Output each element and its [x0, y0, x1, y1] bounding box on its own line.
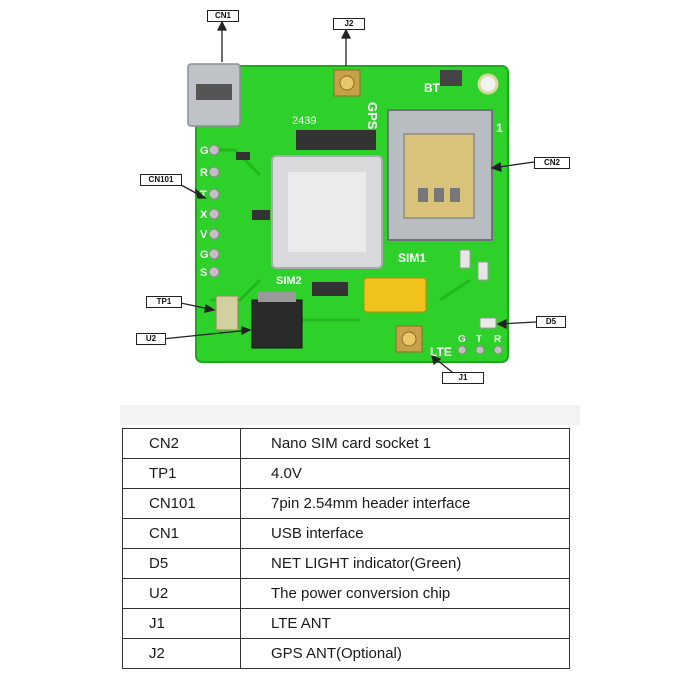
leader-lines: [161, 20, 537, 377]
component-code-cell: CN2: [122, 428, 241, 459]
component-description-cell: 4.0V: [240, 458, 570, 489]
header-pin-label: G: [200, 249, 209, 261]
component-description-cell: 7pin 2.54mm header interface: [240, 488, 570, 519]
silk-bt: BT: [424, 81, 441, 95]
header-pin-label: X: [200, 209, 208, 221]
silk-gps: GPS: [365, 102, 380, 130]
header-pads: [208, 144, 220, 278]
callout-tp1: TP1: [146, 296, 182, 308]
component-code-cell: CN101: [122, 488, 241, 519]
component-code-cell: TP1: [122, 458, 241, 489]
component-code-cell: U2: [122, 578, 241, 609]
tantalum-capacitor: [363, 277, 427, 313]
component-description-cell: LTE ANT: [240, 608, 570, 639]
silk-number: 2439: [292, 115, 316, 127]
component-description-cell: NET LIGHT indicator(Green): [240, 548, 570, 579]
mounting-hole: [477, 73, 499, 95]
component-code-cell: J1: [122, 608, 241, 639]
callout-cn2: CN2: [534, 157, 570, 169]
component-code-cell: D5: [122, 548, 241, 579]
header-pin-label: R: [200, 167, 208, 179]
silk-pad-1: 1: [496, 121, 503, 135]
component-description-cell: Nano SIM card socket 1: [240, 428, 570, 459]
callout-d5: D5: [536, 316, 566, 328]
d5-led: [479, 317, 497, 329]
silk-sim2: SIM2: [276, 275, 302, 287]
header-pin-label: V: [200, 229, 208, 241]
silk-lte: LTE: [430, 345, 452, 359]
component-code-cell: CN1: [122, 518, 241, 549]
component-description-cell: GPS ANT(Optional): [240, 638, 570, 669]
tp1-pad: [215, 295, 239, 331]
callout-j1: J1: [442, 372, 484, 384]
silk-sim1: SIM1: [398, 251, 426, 265]
background-strip: [120, 405, 580, 425]
callout-cn101: CN101: [140, 174, 182, 186]
header-pin-label: G: [200, 145, 209, 157]
callout-j2: J2: [333, 18, 365, 30]
bottom-pin-label: R: [494, 334, 502, 345]
header-pin-label: S: [200, 267, 207, 279]
bottom-pin-label: G: [458, 334, 466, 345]
u2-chip: [251, 299, 303, 349]
component-description-cell: USB interface: [240, 518, 570, 549]
callout-u2: U2: [136, 333, 166, 345]
bottom-pin-label: T: [476, 334, 482, 345]
component-description-cell: The power conversion chip: [240, 578, 570, 609]
header-pin-label: T: [200, 189, 207, 201]
callout-cn1: CN1: [207, 10, 239, 22]
component-code-cell: J2: [122, 638, 241, 669]
